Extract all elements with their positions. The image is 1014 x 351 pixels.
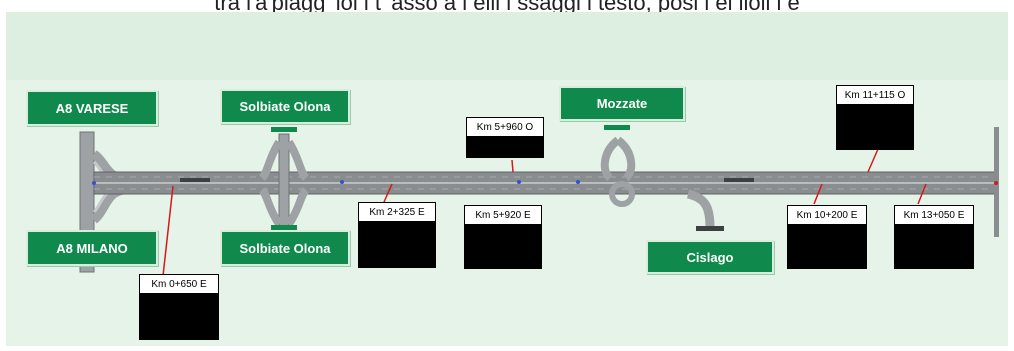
figure-caption: tra l'a'piagg 'ioi i t 'asso a i elli i … <box>214 0 800 15</box>
solbiate-loop-nw <box>258 139 283 181</box>
cislago-branch <box>686 189 724 231</box>
diagram-panel: A8 VARESE A8 MILANO Solbiate Olona Solbi… <box>6 12 1008 346</box>
main-road <box>92 127 999 237</box>
sign-a8-milano: A8 MILANO <box>26 230 158 266</box>
marker-line-km-0650 <box>162 185 174 277</box>
sign-a8-milano-label: A8 MILANO <box>56 240 128 256</box>
road-dark-segment-2 <box>724 178 754 182</box>
sign-a8-varese: A8 VARESE <box>26 90 158 126</box>
sign-cislago: Cislago <box>646 240 774 274</box>
road-blue-dot-3 <box>576 180 580 184</box>
sign-cislago-label: Cislago <box>686 249 734 265</box>
mozzate-stub <box>604 125 630 130</box>
solbiate-loop-se <box>285 187 310 227</box>
km-marker-5960-label: Km 5+960 O <box>466 117 544 137</box>
km-marker-5920: Km 5+920 E <box>464 205 542 269</box>
marker-line-km-10200 <box>813 183 823 205</box>
solbiate-interchange <box>258 127 310 233</box>
km-marker-13050-label: Km 13+050 E <box>894 205 974 225</box>
km-marker-2325-label: Km 2+325 E <box>358 202 436 222</box>
sign-a8-varese-label: A8 VARESE <box>55 100 129 116</box>
road-end-dot <box>994 181 998 185</box>
solbiate-bottom-stub <box>271 225 297 230</box>
km-marker-10200: Km 10+200 E <box>787 205 867 269</box>
sign-solbiate-top: Solbiate Olona <box>220 89 350 124</box>
marker-line-km-13050 <box>917 183 927 205</box>
sign-mozzate-label: Mozzate <box>596 96 648 111</box>
road-dark-segment-1 <box>180 178 210 182</box>
mozzate-loop-e <box>615 136 636 182</box>
cislago-ramp <box>686 189 715 229</box>
road-start-dot <box>92 181 96 185</box>
marker-lines <box>162 148 927 277</box>
marker-line-km-11115 <box>867 148 879 173</box>
km-marker-11115-label: Km 11+115 O <box>836 85 914 105</box>
cislago-stub <box>696 226 724 231</box>
road-blue-dot-1 <box>340 180 344 184</box>
road-blue-dot-2 <box>517 180 521 184</box>
solbiate-top-stub <box>271 127 297 132</box>
solbiate-loop-ne <box>285 139 310 181</box>
road-diagram-svg <box>79 125 999 277</box>
km-marker-10200-label: Km 10+200 E <box>787 205 867 225</box>
mozzate-interchange <box>600 125 636 207</box>
km-marker-2325: Km 2+325 E <box>358 202 436 268</box>
mozzate-loop-w <box>600 136 621 182</box>
sign-solbiate-top-label: Solbiate Olona <box>239 99 331 114</box>
sign-solbiate-bottom-label: Solbiate Olona <box>239 240 331 256</box>
marker-line-km-2325 <box>383 183 393 203</box>
solbiate-loop-sw <box>258 187 283 227</box>
km-marker-5920-label: Km 5+920 E <box>464 205 542 225</box>
km-marker-11115: Km 11+115 O <box>836 85 914 150</box>
km-marker-13050: Km 13+050 E <box>894 205 974 269</box>
solbiate-vertical-road <box>278 133 290 233</box>
km-marker-0650-label: Km 0+650 E <box>139 274 219 294</box>
panel-header-band <box>6 12 1008 80</box>
km-marker-5960: Km 5+960 O <box>466 117 544 158</box>
mozzate-roundabout <box>609 181 635 207</box>
marker-line-km-5960 <box>511 159 514 173</box>
sign-solbiate-bottom: Solbiate Olona <box>220 230 350 266</box>
sign-mozzate: Mozzate <box>559 86 685 121</box>
km-marker-0650: Km 0+650 E <box>139 274 219 340</box>
